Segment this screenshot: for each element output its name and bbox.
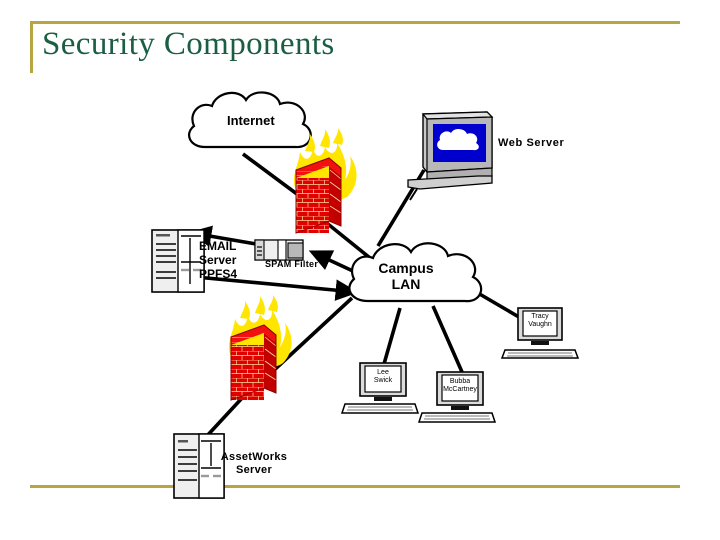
label-spam-filter: SPAM Filter bbox=[265, 259, 319, 269]
label-internet: Internet bbox=[227, 113, 275, 128]
label-campus-lan: Campus LAN bbox=[378, 260, 434, 292]
desktop-pc-icon-lee-swick bbox=[340, 362, 420, 414]
server-rack-icon-email bbox=[151, 229, 205, 293]
appliance-icon-spam-filter bbox=[254, 239, 304, 261]
firewall-icon-internet bbox=[293, 128, 357, 234]
desktop-pc-icon-tracy bbox=[500, 307, 580, 359]
footer-rule bbox=[30, 485, 680, 488]
label-tracy-vaughn: Tracy Vaughn bbox=[528, 313, 552, 329]
desktop-pc-icon-bubba bbox=[417, 371, 497, 423]
title-rule-top bbox=[30, 21, 680, 24]
label-bubba-mccartney: Bubba McCartney bbox=[443, 378, 477, 394]
monitor-cloud-icon-web-server bbox=[407, 111, 494, 201]
label-web-server: Web Server bbox=[498, 137, 565, 149]
page-title: Security Components bbox=[42, 26, 335, 62]
label-assetworks-server: AssetWorks Server bbox=[220, 451, 288, 477]
link-internet-firewall bbox=[241, 152, 307, 202]
server-rack-icon-assetworks bbox=[173, 433, 225, 499]
link-campuslan-bubba bbox=[431, 305, 464, 373]
title-rule-left bbox=[30, 21, 33, 73]
label-email-server: EMAIL Server PPFS4 bbox=[199, 239, 238, 282]
cloud-campus-lan bbox=[348, 242, 483, 303]
link-firewall2-assetworks bbox=[203, 395, 245, 440]
link-campuslan-leeswick bbox=[382, 307, 402, 365]
cloud-internet bbox=[188, 91, 312, 149]
firewall-icon-assetworks bbox=[228, 295, 292, 401]
arrow-email-to-campuslan bbox=[184, 274, 359, 301]
arrow-firewall-to-spam bbox=[308, 250, 356, 274]
label-lee-swick: Lee Swick bbox=[373, 369, 393, 385]
